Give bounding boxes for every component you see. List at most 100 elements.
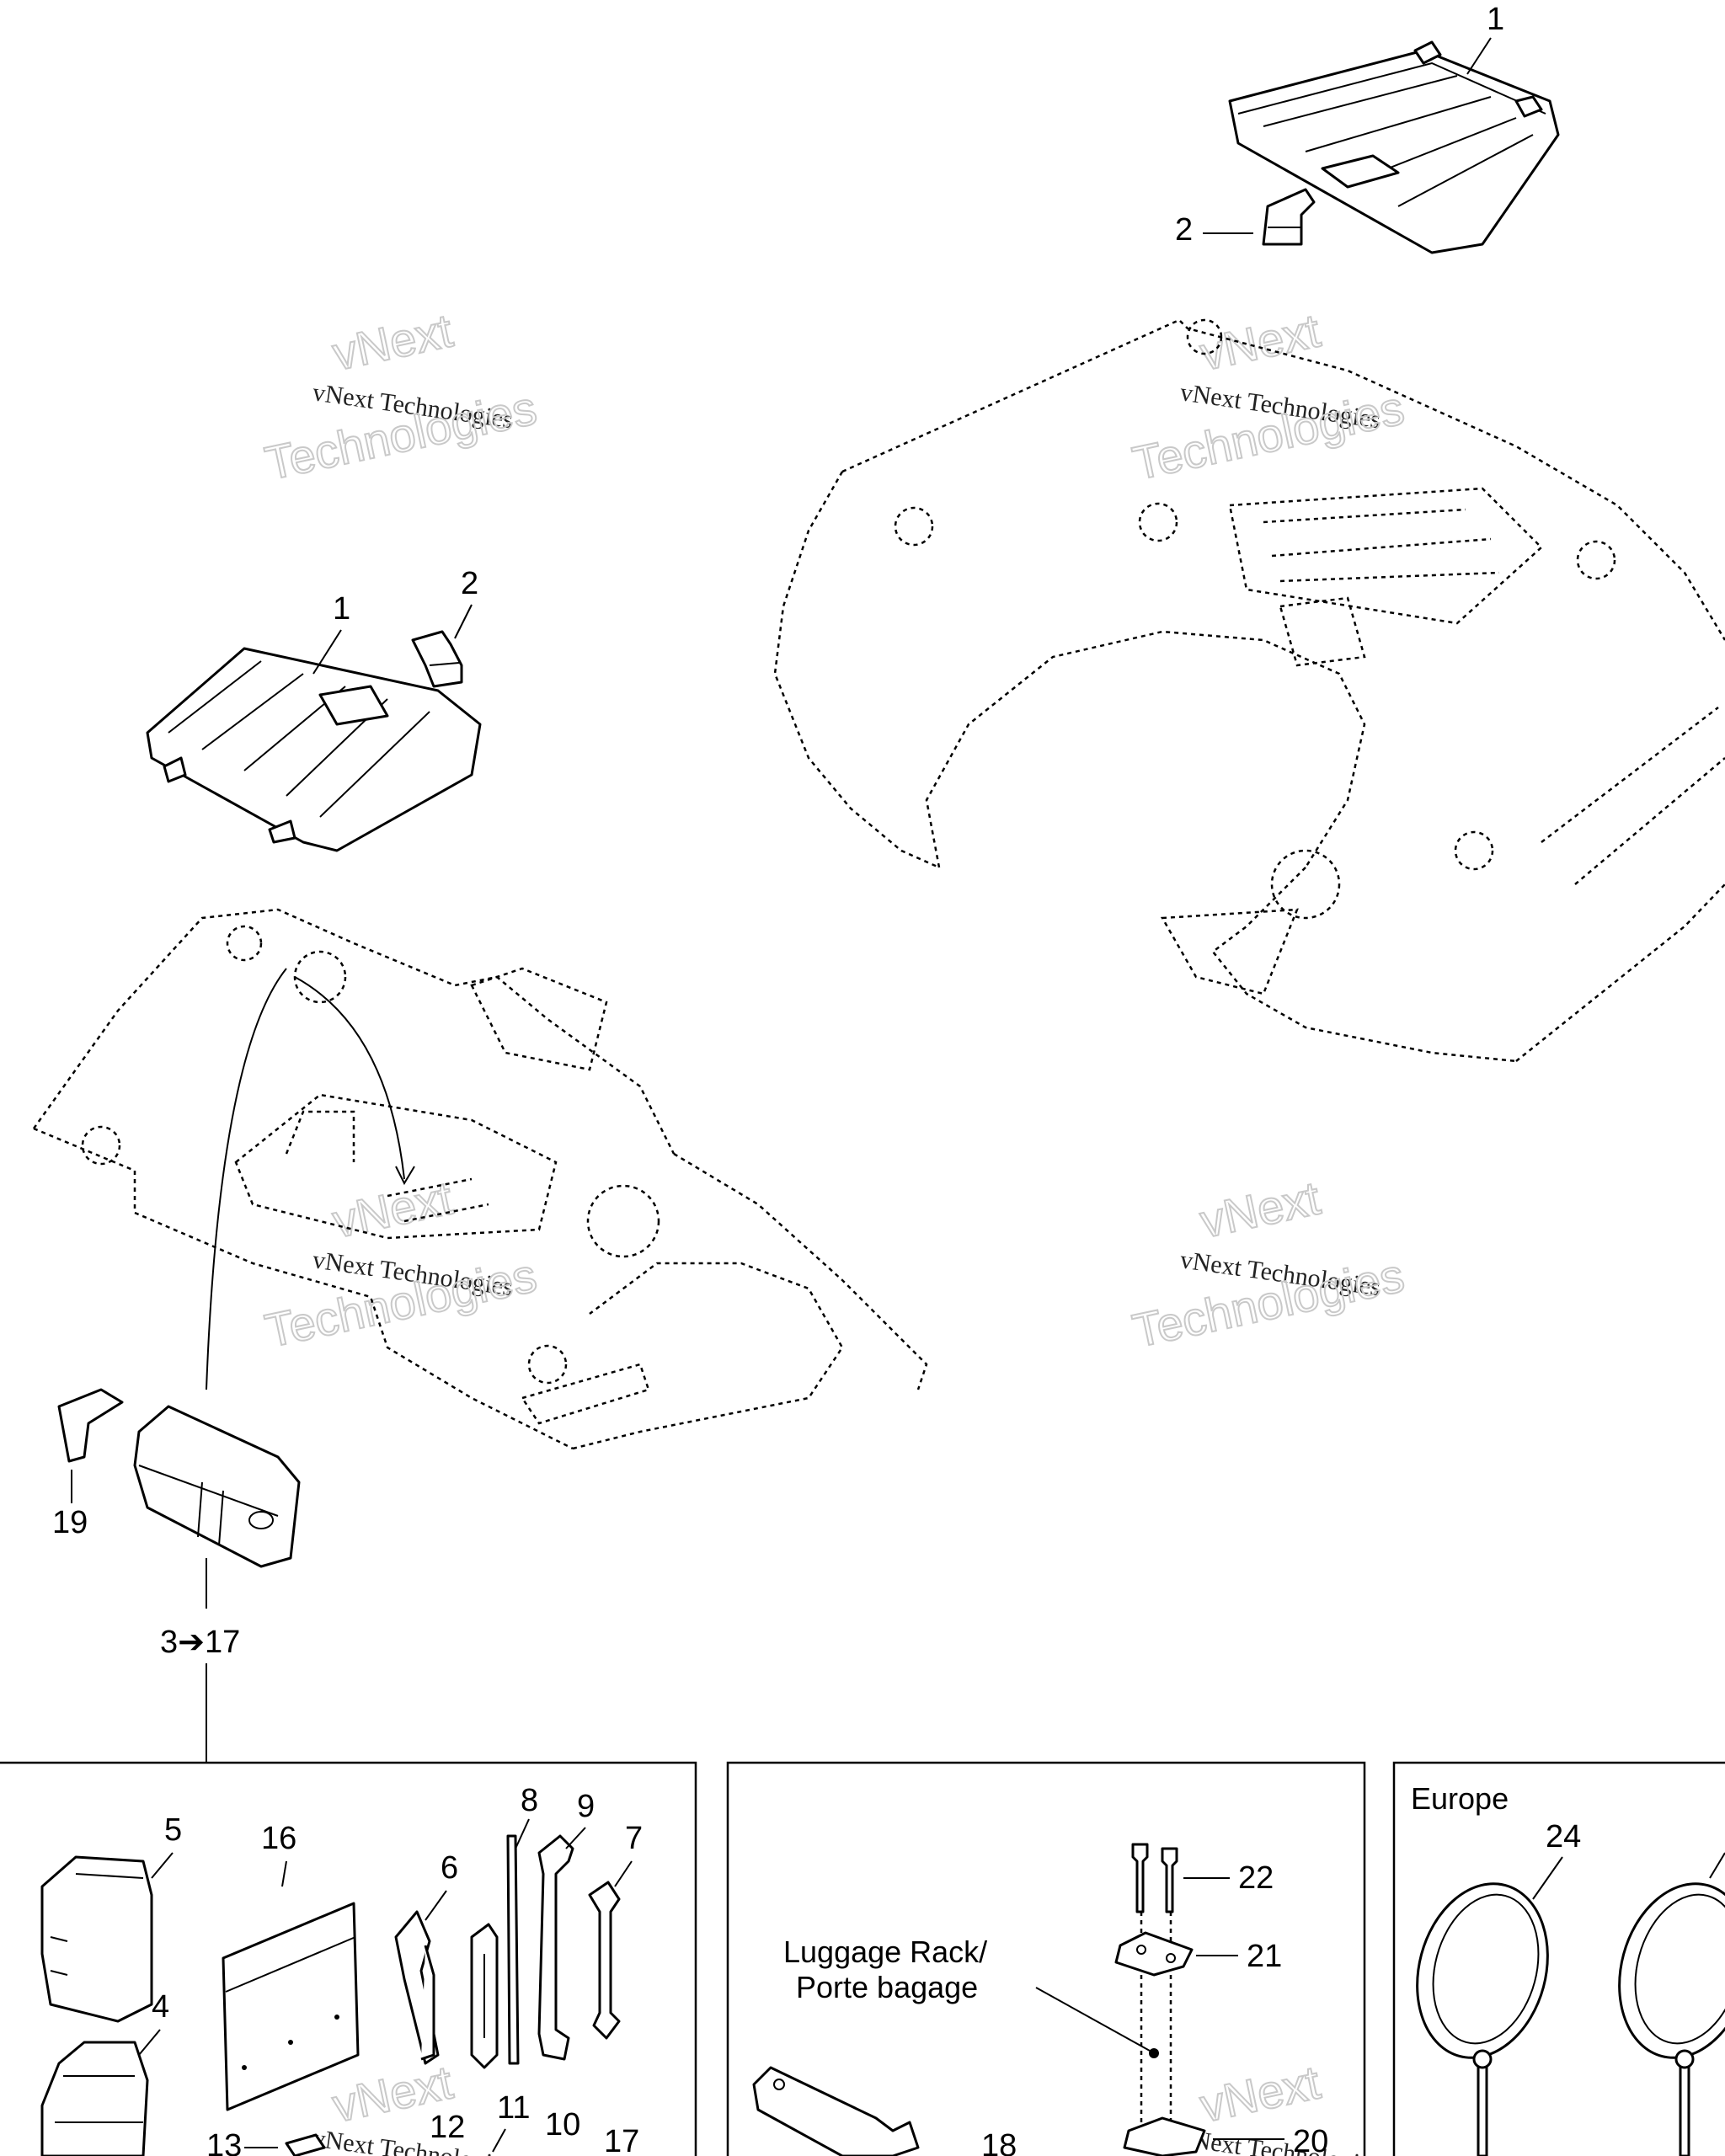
lid-latch-slot — [318, 685, 389, 726]
callout-24: 24 — [1546, 1819, 1581, 1854]
leader-line — [515, 1818, 530, 1849]
callout-range: 3➔17 — [160, 1625, 240, 1660]
watermark-text: vNext — [328, 1171, 457, 1247]
fender-outline — [32, 908, 676, 1155]
strap-shape — [57, 1388, 124, 1463]
callout-17: 17 — [604, 2124, 639, 2156]
callout-5: 5 — [164, 1812, 182, 1848]
watermark-top-left: vNext vNext Technologies Technologies — [259, 302, 542, 490]
plate-hole — [1166, 1953, 1176, 1963]
fender-outline — [673, 1152, 928, 1390]
tool-bag-5 — [40, 1855, 153, 2023]
callout-8: 8 — [521, 1783, 538, 1818]
tool-leader — [206, 968, 287, 1390]
lid-tab — [163, 756, 187, 783]
callout-11: 11 — [497, 2090, 530, 2126]
watermark-mid-right: vNext vNext Technologies Technologies — [1127, 1170, 1409, 1358]
mirror-glass — [1634, 1893, 1725, 2045]
watermark-text: vNext Technologies — [311, 2124, 515, 2156]
leader-line — [1709, 1852, 1725, 1879]
container-4-detail — [55, 2075, 143, 2123]
fender-detail — [521, 1363, 650, 1425]
fender-hole — [894, 506, 934, 547]
watermark-top-right: vNext vNext Technologies Technologies — [1127, 302, 1409, 490]
latch-left — [411, 630, 463, 688]
storage-lid-top — [1228, 40, 1560, 254]
mirror-stem — [1679, 2053, 1690, 2156]
callout-19: 19 — [52, 1505, 88, 1540]
storage-lid-left — [146, 647, 482, 852]
rack-bar-hole — [773, 2079, 785, 2090]
callout-21: 21 — [1247, 1939, 1282, 1974]
booklet-dot — [334, 2015, 339, 2020]
luggage-caption-line1: Luggage Rack/ — [783, 1935, 987, 1969]
fender-hole — [1454, 830, 1494, 871]
callout-7: 7 — [625, 1821, 643, 1856]
watermark-bottom-right: vNext vNext Technologies — [1178, 2054, 1382, 2156]
callout-13: 13 — [206, 2128, 242, 2156]
callout-2-left: 2 — [461, 566, 478, 601]
latch-shape — [411, 630, 463, 688]
arrow-head — [395, 1166, 415, 1186]
leader-line — [151, 1852, 174, 1879]
callout-10: 10 — [545, 2107, 580, 2143]
plate-21 — [1114, 1931, 1194, 1977]
lid-tab — [1514, 95, 1543, 118]
leader-line — [1532, 1856, 1563, 1900]
leader-line — [492, 2128, 506, 2153]
front-fender — [32, 908, 928, 1450]
tool-bag-outline — [133, 1405, 301, 1568]
fender-console — [470, 967, 608, 1071]
lid-tab — [268, 819, 296, 844]
callout-2: 2 — [1175, 212, 1193, 248]
callout-4: 4 — [152, 1989, 169, 2025]
latch-detail — [429, 662, 460, 666]
fender-outline — [1515, 883, 1725, 1062]
latch-shape — [1262, 188, 1316, 246]
watermark-text: vNext Technologies — [1178, 2124, 1382, 2156]
booklet-dot — [242, 2065, 247, 2070]
fender-arch — [925, 630, 1366, 868]
fender-hole — [586, 1184, 660, 1258]
panel-border — [726, 1761, 1366, 2156]
lid-tab — [1413, 40, 1442, 65]
fuse-item — [285, 2133, 326, 2156]
watermark-text: vNext — [328, 303, 457, 380]
tool-bag-detail — [138, 1465, 279, 1546]
fender-hole — [1576, 540, 1616, 580]
leader-line — [1035, 1987, 1151, 2052]
fender-outline — [841, 318, 1725, 641]
tool-bag — [133, 1405, 301, 1568]
rear-fender — [773, 318, 1725, 1063]
tool-bag-button — [248, 1511, 274, 1529]
lid-ribs — [1237, 61, 1546, 207]
bolt-22 — [1161, 1847, 1178, 1913]
mirror-joint — [1472, 2049, 1493, 2069]
leader-line — [614, 1860, 633, 1887]
fender-detail — [285, 1110, 489, 1223]
fender-hole — [81, 1125, 121, 1166]
latch-top — [1262, 188, 1316, 246]
panel-border — [0, 1761, 697, 2156]
leader-line — [454, 604, 473, 639]
booklet-16 — [222, 1902, 360, 2111]
watermark-text: vNext — [1195, 2055, 1325, 2132]
tool-bag-5-detail — [50, 1873, 144, 1976]
watermark-text: vNext — [1195, 303, 1325, 380]
fender-outline — [1211, 867, 1517, 1063]
tool-arrow — [294, 976, 405, 1180]
booklet-16-detail — [225, 1936, 356, 1993]
mirror-24 — [1618, 1882, 1725, 2059]
callout-18: 18 — [981, 2128, 1017, 2156]
fender-hole — [527, 1344, 568, 1385]
fender-hole — [1138, 502, 1178, 542]
assembly-axis — [1140, 1912, 1172, 2122]
callout-22: 22 — [1238, 1860, 1274, 1896]
lid-latch-slot — [1321, 154, 1400, 189]
rack-bar-18 — [752, 2066, 920, 2156]
callout-6: 6 — [441, 1850, 458, 1886]
wrench-7 — [588, 1881, 621, 2040]
bolt-22 — [1131, 1843, 1149, 1913]
leader-line — [312, 629, 342, 675]
